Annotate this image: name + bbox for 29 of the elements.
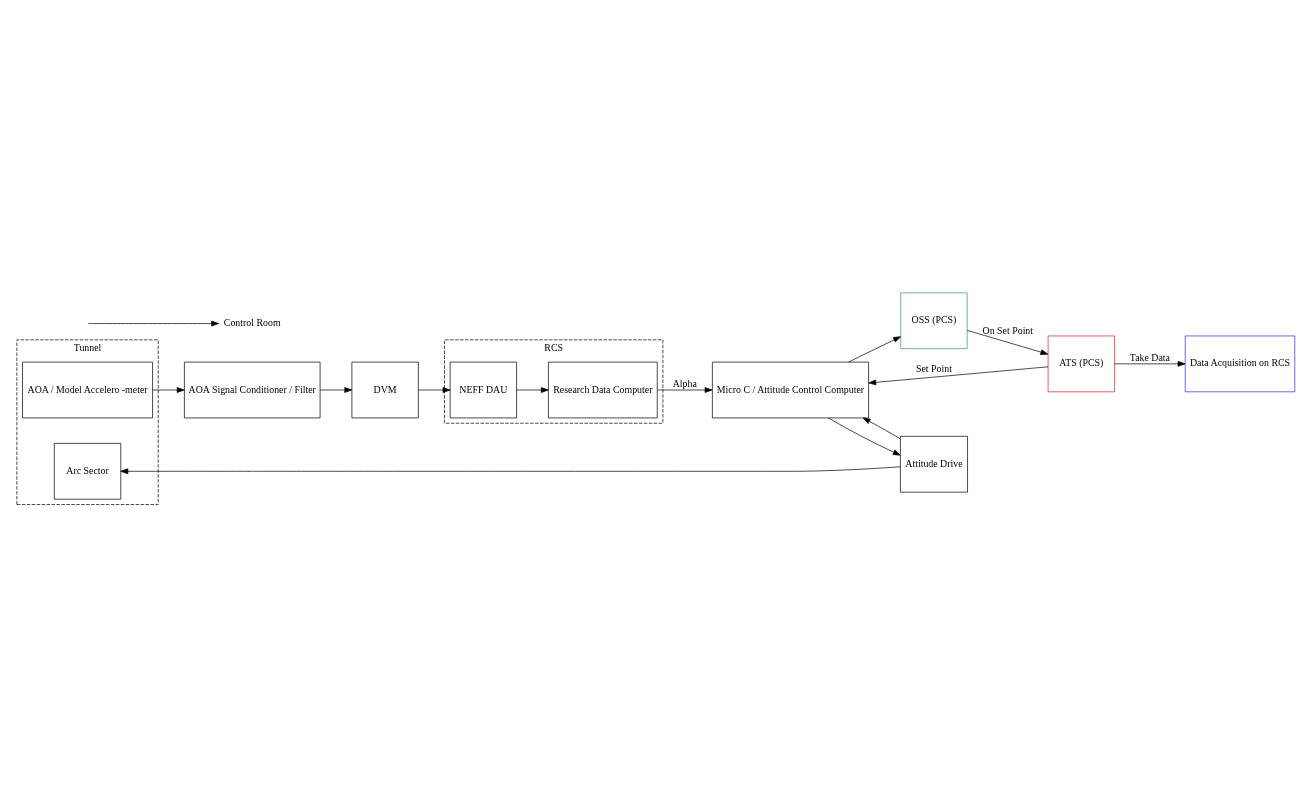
- arrow: [120, 465, 901, 474]
- arrow: [862, 417, 901, 439]
- edge-label: On Set Point: [982, 324, 1034, 336]
- node-box: AOA / Model Accelero -meter: [22, 361, 153, 418]
- arrow: [1114, 360, 1186, 367]
- arrow: [868, 365, 1049, 385]
- node-text: Control Room: [223, 316, 281, 328]
- node-box: Micro C / Attitude Control Computer: [712, 361, 869, 418]
- arrow: [88, 320, 219, 326]
- node-box: Attitude Drive: [900, 435, 968, 492]
- arrow: [516, 386, 549, 393]
- node-box: NEFF DAU: [449, 361, 517, 418]
- edge-label: Set Point: [915, 362, 952, 374]
- arrow: [418, 386, 451, 393]
- arrow: [848, 335, 901, 362]
- node-box: DVM: [351, 361, 419, 418]
- arrow: [828, 417, 901, 456]
- node-box: Data Acquisition on RCS: [1184, 335, 1296, 392]
- node-box: Research Data Computer: [548, 361, 658, 418]
- arrow: [152, 386, 185, 393]
- node-box: OSS (PCS): [900, 291, 968, 349]
- node-box: ATS (PCS): [1047, 335, 1115, 392]
- node-box: AOA Signal Conditioner / Filter: [184, 361, 321, 418]
- node-box: Arc Sector: [53, 442, 122, 500]
- edge-label: Take Data: [1129, 351, 1170, 363]
- arrow: [319, 386, 353, 393]
- arrow: [657, 386, 713, 393]
- arrow: [966, 329, 1049, 355]
- edge-label: Alpha: [672, 377, 697, 389]
